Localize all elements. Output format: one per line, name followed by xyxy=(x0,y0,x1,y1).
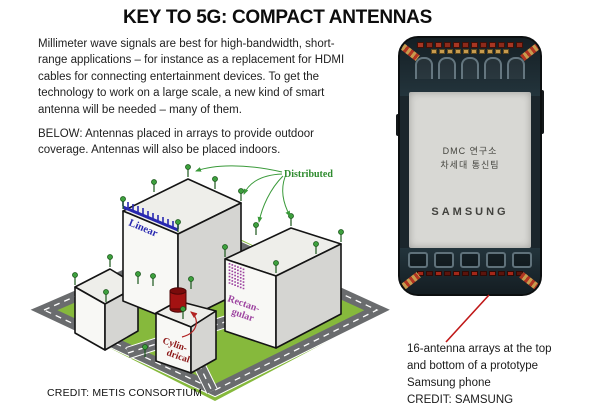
caption-credit: CREDIT: SAMSUNG xyxy=(407,394,514,406)
phone-caption: 16-antenna arrays at the top and bottom … xyxy=(407,341,589,409)
cylindrical-antenna-icon xyxy=(169,287,187,313)
phone-bottom-antenna-zone xyxy=(400,248,540,294)
diagram-credit: CREDIT: METIS CONSORTIUM xyxy=(47,387,203,399)
building-rectangular xyxy=(224,227,342,349)
top-arch-row xyxy=(400,57,540,79)
phone-korean-line1: DMC 연구소 xyxy=(442,146,498,156)
samsung-logo: SAMSUNG xyxy=(431,206,509,218)
city-antenna-diagram: Linear Rectan- gular Cylin- xyxy=(28,164,390,401)
top-antenna-module-row xyxy=(400,42,540,48)
bottom-slot-row xyxy=(400,252,540,268)
linear-array-icon xyxy=(122,200,179,232)
phone-korean-label: DMC 연구소 차세대 통신팀 xyxy=(409,144,531,172)
phone-top-antenna-zone xyxy=(400,38,540,96)
prototype-phone-photo: DMC 연구소 차세대 통신팀 SAMSUNG xyxy=(398,36,542,296)
label-distributed: Distributed xyxy=(284,169,333,180)
caption-line: 16-antenna arrays at the top xyxy=(407,343,552,355)
caption-pointer-line xyxy=(445,294,490,343)
distributed-arrows xyxy=(195,165,291,223)
bottom-antenna-module-row xyxy=(400,271,540,276)
caption-line: Samsung phone xyxy=(407,377,491,389)
distributed-antenna-icons xyxy=(72,164,344,357)
top-gold-dot-row xyxy=(400,49,540,54)
caption-line: and bottom of a prototype xyxy=(407,360,539,372)
intro-paragraph: Millimeter wave signals are best for hig… xyxy=(38,38,345,116)
rectangular-array-icon xyxy=(228,263,245,291)
below-note: BELOW: Antennas placed in arrays to prov… xyxy=(38,128,314,157)
phone-korean-line2: 차세대 통신팀 xyxy=(440,160,500,170)
page-title: KEY TO 5G: COMPACT ANTENNAS xyxy=(123,7,432,28)
phone-label-plate: DMC 연구소 차세대 통신팀 SAMSUNG xyxy=(409,92,531,248)
cylindrical-arrow xyxy=(181,311,198,338)
